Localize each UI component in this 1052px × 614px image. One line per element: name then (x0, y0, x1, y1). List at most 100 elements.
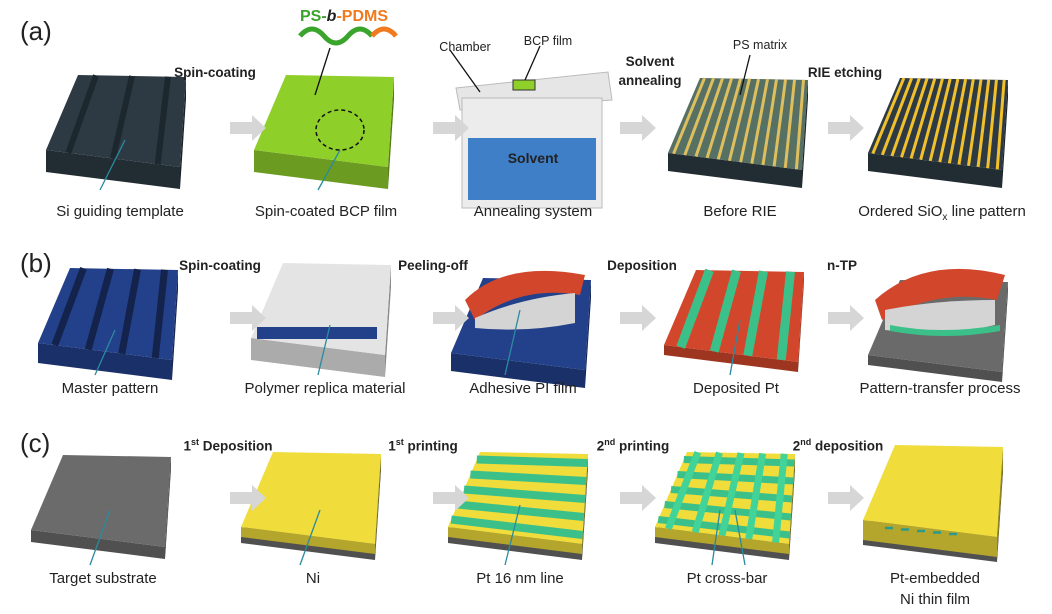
replica-base (257, 327, 377, 339)
before-rie-template-front-face (668, 153, 802, 188)
step-2nd-deposition: 2nd deposition (793, 437, 884, 454)
ps-line (716, 78, 742, 160)
process-arrow-icon (230, 115, 266, 141)
label-solvent: Solvent (507, 150, 559, 166)
pointer-line (734, 509, 746, 566)
step-sup: st (395, 437, 404, 447)
ps-line (727, 78, 751, 162)
pi-substrate-side-face (798, 272, 804, 372)
ps-b-pdms-label: PS-b-PDMS (300, 8, 388, 26)
caption-subscript: x (942, 212, 948, 223)
pointer-line (449, 49, 481, 93)
caption-pattern-transfer: Pattern-transfer process (859, 380, 1021, 397)
step-deposition: Deposition (607, 258, 677, 273)
pointer-line (739, 54, 751, 96)
target-substrate-top-face (31, 455, 171, 547)
caption-pt-16nm-line: Pt 16 nm line (476, 570, 564, 587)
siox-line (986, 79, 998, 169)
ps-matrix-overlay (668, 78, 808, 170)
siox-line (938, 78, 960, 163)
pt-top-line (718, 452, 745, 537)
siox-line (928, 78, 952, 162)
pt-line (743, 270, 768, 357)
pointer-line (711, 509, 721, 566)
caption-polymer-replica: Polymer replica material (244, 380, 406, 397)
caption-spin-coated-bcp-film: Spin-coated BCP film (254, 203, 398, 220)
replica-transfer (885, 300, 995, 333)
pt-16nm-line (463, 485, 586, 503)
step-1st-printing: 1st printing (388, 437, 458, 454)
pt-line (709, 269, 741, 353)
pt-top-line (772, 453, 788, 543)
master-under-pi-side-face (585, 280, 591, 388)
master-trench (84, 267, 114, 351)
target-substrate-side-face (165, 457, 171, 559)
master-pattern-front-face (38, 343, 172, 380)
siox-line (995, 79, 1006, 170)
step-peeling-off: Peeling-off (398, 258, 468, 273)
si-template-front-face (46, 150, 180, 189)
bcp-film-sample (512, 79, 536, 91)
ps-line (683, 77, 715, 156)
master-trench (151, 269, 168, 359)
ps-line (672, 77, 706, 155)
siox-line (890, 77, 921, 157)
ps-line (694, 77, 724, 158)
target-substrate-b-side-face (1002, 282, 1008, 382)
siox-line (900, 78, 929, 158)
step-sup: nd (800, 437, 812, 447)
step-text: printing (615, 438, 670, 454)
step-spin-coating: Spin-coating (174, 65, 256, 80)
pt-line-ni-side-face (582, 454, 588, 554)
pt-top-line (691, 451, 723, 534)
ni-layer-front-face (241, 527, 375, 554)
caption-ni: Ni (305, 570, 321, 587)
pointer-line (317, 324, 331, 376)
si-template-top-face (46, 75, 186, 167)
caption-ordered-siox: Ordered SiOx line pattern (858, 203, 1026, 223)
transferred-pt (890, 325, 1000, 336)
pt-line-ni-front-face (448, 527, 582, 554)
siox-line (957, 79, 975, 165)
master-trench (118, 268, 141, 355)
ps-line (739, 78, 760, 163)
pointer-line (504, 504, 521, 566)
polymer-replica-side-face (385, 265, 391, 377)
ni-layer-side-face (375, 454, 381, 554)
step-sup: nd (604, 437, 616, 447)
caption-annealing-system: Annealing system (473, 203, 593, 220)
pt-16nm-line (450, 515, 584, 539)
embedded-ni-front-face (863, 520, 997, 557)
callout-bcp-film: BCP film (523, 34, 573, 48)
pt-line (676, 268, 714, 349)
process-arrow-icon (620, 115, 656, 141)
before-rie-template-side-face (802, 80, 808, 188)
pt-16nm-line (457, 500, 585, 521)
embedded-ni-top-face (863, 445, 1003, 537)
caption-target-substrate: Target substrate (49, 570, 157, 587)
pointer-line (524, 45, 541, 81)
pointer-line (99, 139, 126, 191)
siox-template-side-face (1002, 80, 1008, 188)
caption-master-pattern: Master pattern (61, 380, 159, 397)
caption-pt-cross-bar: Pt cross-bar (686, 570, 768, 587)
caption-part: line pattern (947, 203, 1026, 220)
template-wall (154, 76, 171, 165)
ni-layer-top-face (241, 452, 381, 544)
ps-line (705, 78, 733, 159)
pi-substrate-front-face (664, 345, 798, 372)
step-2nd-printing: 2nd printing (597, 437, 670, 454)
process-arrow-icon (230, 305, 266, 331)
block-b: b (326, 8, 337, 25)
target-substrate-b-front-face (868, 355, 1002, 382)
process-arrow-icon (230, 485, 266, 511)
panel-c-label: (c) (20, 428, 51, 458)
callout-ps-matrix: PS matrix (732, 38, 788, 52)
crossbar-ni-side-face (789, 454, 795, 554)
siox-line (947, 78, 968, 164)
pt-top-line (745, 452, 767, 540)
step-solvent-annealing: Solvent annealing (618, 54, 682, 88)
pointer-line (314, 47, 331, 96)
